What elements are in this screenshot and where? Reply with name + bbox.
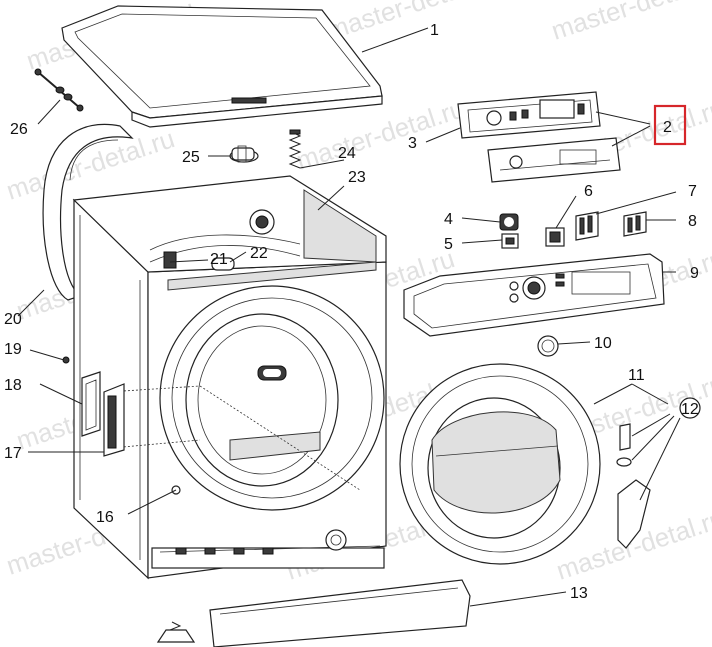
callout-12-circle bbox=[679, 397, 701, 419]
callout-3: 3 bbox=[408, 135, 417, 152]
callout-16: 16 bbox=[96, 509, 114, 526]
part-bottom-spring bbox=[156, 621, 196, 643]
callout-26: 26 bbox=[10, 121, 28, 138]
callout-1: 1 bbox=[430, 22, 439, 39]
part-cabinet bbox=[72, 175, 387, 580]
part-26-pin bbox=[34, 68, 84, 112]
watermark: master-detal.ru bbox=[323, 0, 499, 46]
callout-5: 5 bbox=[444, 236, 453, 253]
callout-11: 11 bbox=[628, 367, 645, 384]
callout-17: 17 bbox=[4, 445, 22, 462]
part-18-hinge-bracket bbox=[81, 371, 101, 437]
part-2-electronic-module bbox=[487, 137, 621, 183]
part-7-button-set bbox=[575, 211, 599, 241]
callout-8: 8 bbox=[688, 213, 697, 230]
part-24-spring bbox=[288, 129, 302, 169]
leader-lines bbox=[17, 27, 681, 607]
part-top-cover bbox=[61, 5, 383, 128]
callout-13: 13 bbox=[570, 585, 588, 602]
callout-labels: 1 2 3 4 5 6 7 8 9 10 11 12 13 16 17 18 1… bbox=[4, 22, 701, 602]
callout-18: 18 bbox=[4, 377, 22, 394]
part-13-plinth bbox=[209, 579, 471, 647]
part-11-door bbox=[399, 363, 601, 565]
callout-22: 22 bbox=[250, 245, 268, 262]
part-8-button-set bbox=[623, 211, 647, 237]
callout-2: 2 bbox=[663, 119, 672, 136]
callout-12: 12 bbox=[681, 401, 699, 418]
callout-7: 7 bbox=[688, 183, 697, 200]
part-25-clip bbox=[229, 145, 259, 163]
callout-24: 24 bbox=[338, 145, 356, 162]
part-6-switch bbox=[545, 227, 565, 247]
callout-10: 10 bbox=[594, 335, 612, 352]
callout-6: 6 bbox=[584, 183, 593, 200]
callout-19: 19 bbox=[4, 341, 22, 358]
watermark: master-detal.ru bbox=[548, 0, 712, 46]
part-4-knob bbox=[499, 213, 519, 231]
part-5-button bbox=[501, 233, 519, 249]
callout-25: 25 bbox=[182, 149, 200, 166]
highlight-box bbox=[653, 104, 687, 146]
part-9-front-panel bbox=[403, 253, 665, 337]
part-17-hinge bbox=[103, 383, 125, 457]
callout-20: 20 bbox=[4, 311, 22, 328]
callout-23: 23 bbox=[348, 169, 366, 186]
callout-9: 9 bbox=[690, 265, 699, 282]
part-20-gasket bbox=[42, 123, 134, 301]
part-10-knob bbox=[537, 335, 559, 357]
callout-4: 4 bbox=[444, 211, 453, 228]
callout-21: 21 bbox=[210, 251, 228, 268]
part-3-control-panel-frame bbox=[457, 91, 601, 139]
